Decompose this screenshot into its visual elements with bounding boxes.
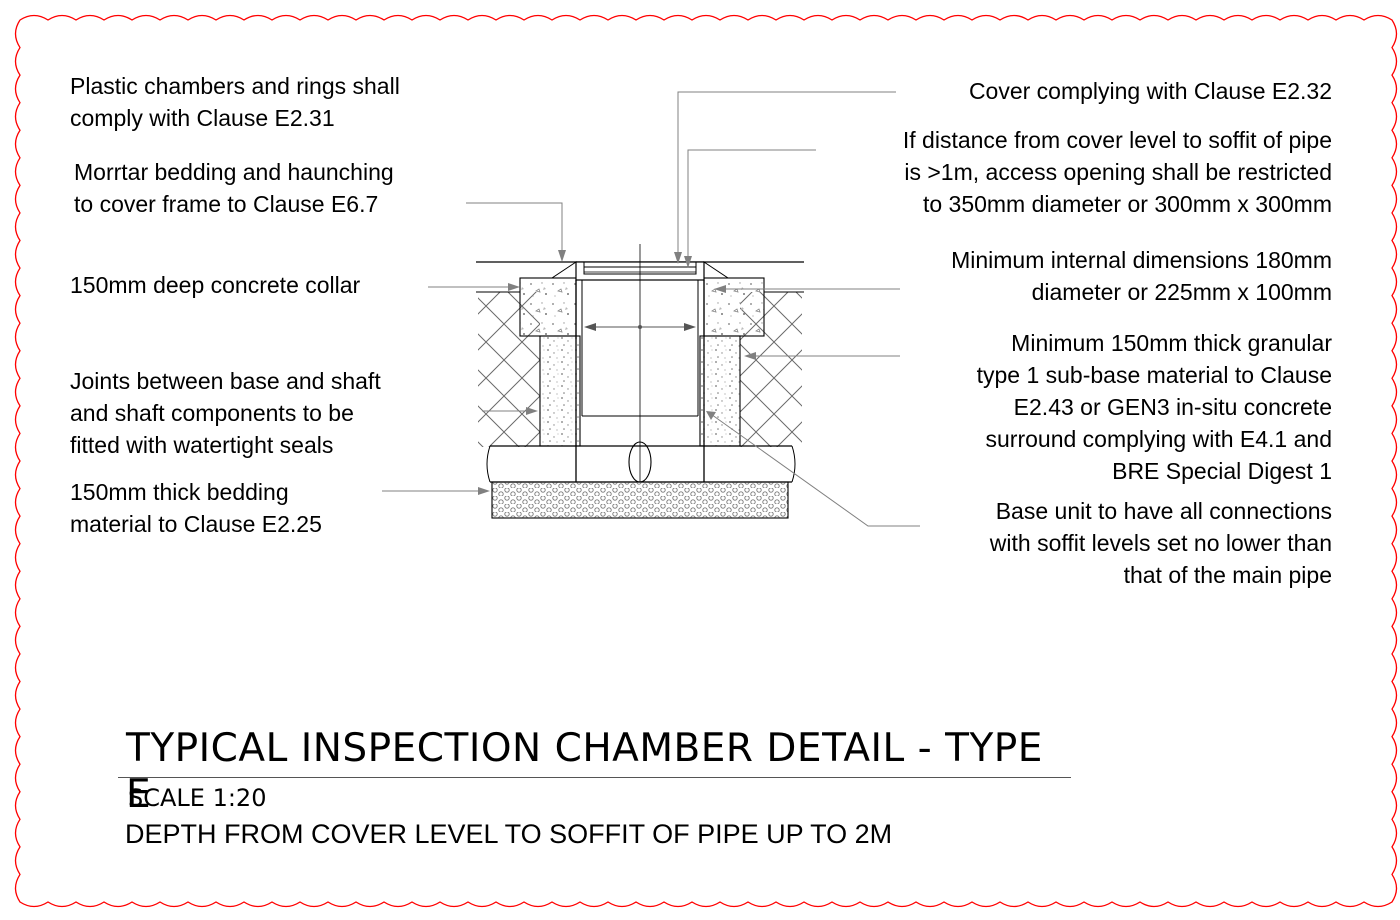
revision-cloud-border [14, 14, 1398, 908]
leader-arrowheads [478, 250, 756, 495]
bedding-layer [491, 481, 789, 519]
drawing-title: TYPICAL INSPECTION CHAMBER DETAIL - TYPE… [126, 726, 1043, 817]
leader-lines [382, 91, 920, 527]
label-base-unit: Base unit to have all connections with s… [989, 498, 1332, 588]
label-joints: Joints between base and shaft and shaft … [70, 368, 381, 458]
label-access-opening: If distance from cover level to soffit o… [902, 127, 1332, 217]
drawing-depth-note: DEPTH FROM COVER LEVEL TO SOFFIT OF PIPE… [125, 819, 893, 849]
label-min-internal: Minimum internal dimensions 180mm diamet… [951, 247, 1332, 305]
concrete-collar-left [519, 277, 577, 337]
chamber-section-drawing [476, 244, 804, 519]
concrete-collar-right [703, 277, 765, 337]
title-underline [118, 777, 1071, 778]
label-bedding: 150mm thick bedding material to Clause E… [70, 479, 322, 537]
granular-surround-left [539, 335, 581, 447]
label-sub-base: Minimum 150mm thick granular type 1 sub-… [976, 330, 1332, 484]
drawing-scale: SCALE 1:20 [128, 784, 267, 812]
granular-surround-right [699, 335, 741, 447]
label-concrete-collar: 150mm deep concrete collar [70, 272, 361, 298]
label-plastic-chambers: Plastic chambers and rings shall comply … [70, 73, 400, 131]
label-mortar-bedding: Morrtar bedding and haunching to cover f… [74, 159, 394, 217]
revision-cloud-path [14, 14, 1398, 908]
label-cover: Cover complying with Clause E2.32 [968, 78, 1332, 104]
